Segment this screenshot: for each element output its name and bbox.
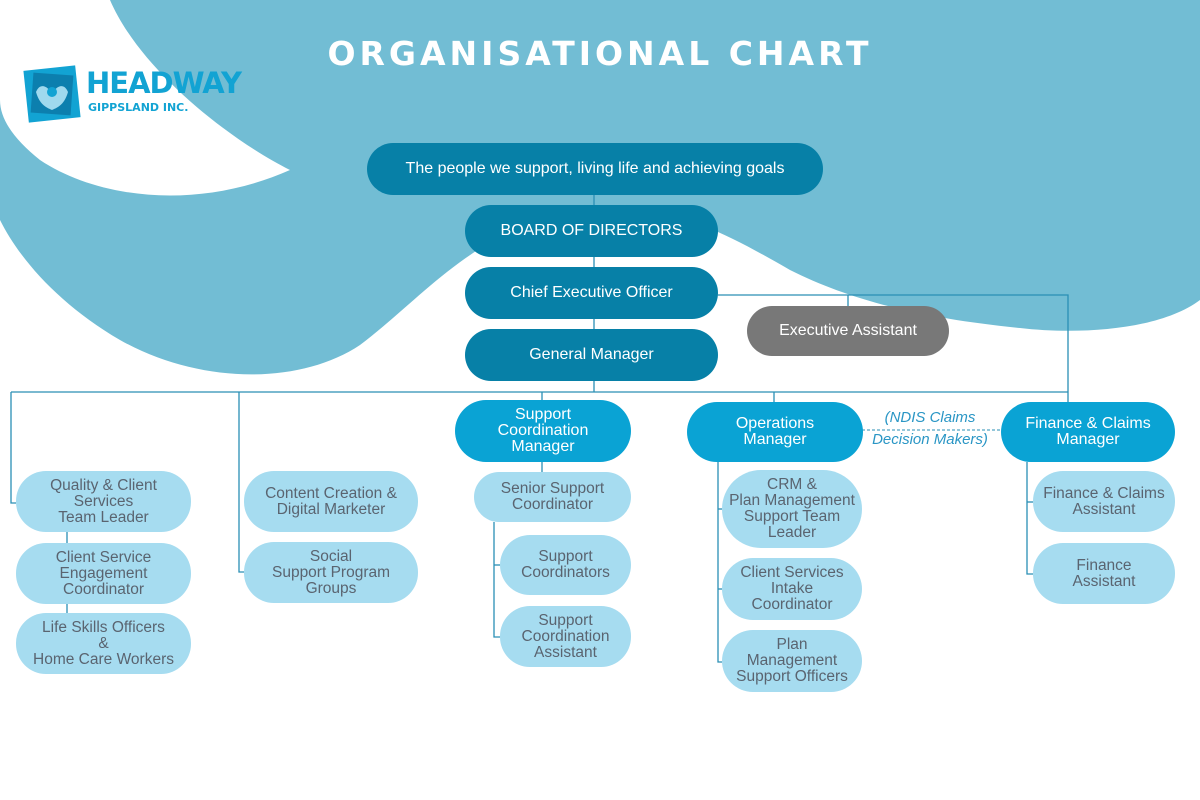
finance-claims-assistant-node: Finance & Claims Assistant [1033,471,1175,532]
general-manager-node: General Manager [465,329,718,381]
finance-assistant-node: Finance Assistant [1033,543,1175,604]
logo-name: HEADWAY [86,66,242,100]
content-creation-digital-marketer-node: Content Creation & Digital Marketer [244,471,418,532]
ndis-claims-note: (NDIS Claims Decision Makers) [872,409,988,448]
quality-client-services-team-leader-node: Quality & Client Services Team Leader [16,471,191,532]
plan-management-support-officers-node: Plan Management Support Officers [722,630,862,692]
client-services-intake-coordinator-node: Client Services Intake Coordinator [722,558,862,620]
executive-assistant-node: Executive Assistant [747,306,949,356]
mission-node: The people we support, living life and a… [367,143,823,195]
support-coordination-manager-node: Support Coordination Manager [455,400,631,462]
chart-title: ORGANISATIONAL CHART [327,34,873,73]
crm-plan-management-team-leader-node: CRM & Plan Management Support Team Leade… [722,470,862,548]
board-of-directors-node: BOARD OF DIRECTORS [465,205,718,257]
logo-hands-icon [23,65,81,123]
support-coordinators-node: Support Coordinators [500,535,631,595]
finance-claims-manager-node: Finance & Claims Manager [1001,402,1175,462]
logo-subtitle: GIPPSLAND INC. [88,101,189,114]
life-skills-home-care-node: Life Skills Officers & Home Care Workers [16,613,191,674]
client-service-engagement-coordinator-node: Client Service Engagement Coordinator [16,543,191,604]
headway-logo: HEADWAY GIPPSLAND INC. [22,60,262,126]
support-coordination-assistant-node: Support Coordination Assistant [500,606,631,667]
senior-support-coordinator-node: Senior Support Coordinator [474,472,631,522]
operations-manager-node: Operations Manager [687,402,863,462]
ceo-node: Chief Executive Officer [465,267,718,319]
social-support-program-groups-node: Social Support Program Groups [244,542,418,603]
